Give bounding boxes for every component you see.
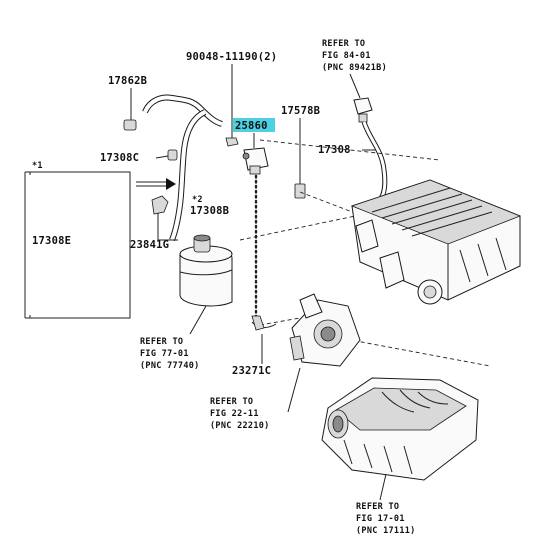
hose-17308b: 17308B *2 <box>142 94 229 242</box>
ref-fig22-l2: FIG 22-11 <box>210 409 259 419</box>
throttle-body <box>251 293 361 367</box>
intake-manifold <box>321 377 479 481</box>
b-mark: *2 <box>192 195 203 205</box>
label-17578b: 17578B <box>281 105 320 117</box>
ref-fig77-l3: (PNC 77740) <box>140 361 200 371</box>
hose-17308: 17308 <box>318 97 388 202</box>
ref-fig22: REFER TO FIG 22-11 (PNC 22210) <box>210 367 301 431</box>
label-17308e: 17308E <box>32 235 71 247</box>
canister-23841g: 23841G <box>130 195 233 307</box>
highlight-box <box>233 118 275 132</box>
ref-fig84-l2: FIG 84-01 <box>322 51 371 61</box>
clip-17578b: 17578B <box>281 105 320 199</box>
ref-fig77: REFER TO FIG 77-01 (PNC 77740) <box>140 305 207 371</box>
intake-surge-tank <box>350 179 522 305</box>
arrow-icon <box>136 178 176 190</box>
ref-fig77-l2: FIG 77-01 <box>140 349 189 359</box>
label-23841g: 23841G <box>130 239 169 251</box>
bolt-90048: 90048-11190(2) <box>186 51 277 147</box>
ref-fig17-l3: (PNC 17111) <box>356 526 416 536</box>
ref-fig84: REFER TO FIG 84-01 (PNC 89421B) <box>322 39 387 99</box>
clip-17862b: 17862B <box>108 75 147 131</box>
label-17862b: 17862B <box>108 75 147 87</box>
ref-fig17: REFER TO FIG 17-01 (PNC 17111) <box>356 473 416 536</box>
label-17308: 17308 <box>318 144 351 156</box>
label-23271c: 23271C <box>232 365 271 377</box>
inset-mark: *1 <box>32 161 43 171</box>
ref-fig84-l1: REFER TO <box>322 39 365 49</box>
label-17308c: 17308C <box>100 152 139 164</box>
ref-fig84-l3: (PNC 89421B) <box>322 63 387 73</box>
clip-17308c: 17308C <box>100 149 178 164</box>
ref-fig17-l2: FIG 17-01 <box>356 514 405 524</box>
ref-fig22-l1: REFER TO <box>210 397 253 407</box>
ref-fig22-l3: (PNC 22210) <box>210 421 270 431</box>
label-group-23271c: 23271C <box>232 334 271 377</box>
label-17308b: 17308B <box>190 205 229 217</box>
ref-fig17-l1: REFER TO <box>356 502 399 512</box>
inset-box: *1 17308E <box>24 161 131 319</box>
ref-fig77-l1: REFER TO <box>140 337 183 347</box>
label-90048: 90048-11190(2) <box>186 51 277 63</box>
vsv-25860: 25860 <box>233 118 275 322</box>
label-25860: 25860 <box>235 120 268 132</box>
